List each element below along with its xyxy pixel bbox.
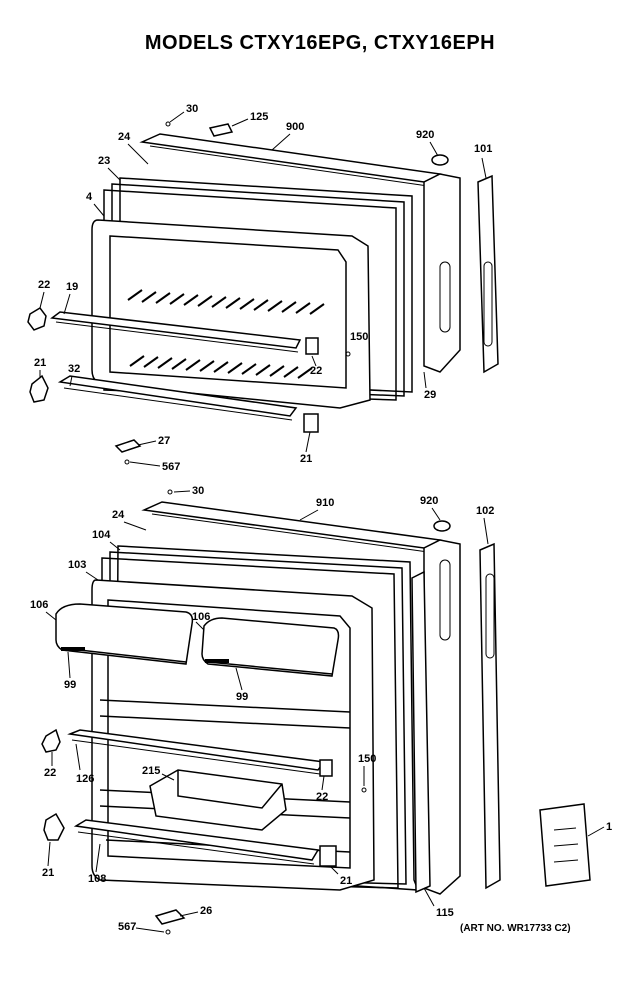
lower-door-assembly [41,489,591,935]
callout-label: 19 [66,281,78,293]
screw-150 [361,787,367,793]
callout-label: 22 [310,365,322,377]
bar-clip-22 [27,307,47,331]
callout-label: 4 [86,191,93,203]
end-cap-22 [319,759,333,777]
callout-label: 920 [416,129,434,141]
handle-101 [477,174,499,374]
callout-label: 102 [476,505,494,517]
callout-label: 24 [118,131,131,143]
top-cap-900 [139,133,443,183]
callout-label: 30 [192,485,204,497]
shelf-ribs-lower [129,355,313,379]
bar-clip-22 [41,728,61,753]
shelf-bar-19 [50,311,302,349]
part-26 [154,909,186,925]
callout-label: 22 [316,791,328,803]
callout-label: 21 [340,875,352,887]
handle-102 [479,542,501,890]
shelf-ribs-upper [127,289,325,315]
shelf-bar-32 [57,375,298,417]
callout-label: 26 [200,905,212,917]
callout-label: 910 [316,497,334,509]
callout-label: 103 [68,559,86,571]
screw-150 [345,351,351,357]
callout-label: 104 [92,529,111,541]
callout-label: 126 [76,773,94,785]
callout-label: 106 [192,611,210,623]
callout-label: 32 [68,363,80,375]
callout-label: 567 [118,921,136,933]
plug-920 [433,520,451,532]
callout-label: 29 [424,389,436,401]
part-27 [114,439,142,453]
callout-label: 101 [474,143,492,155]
lower-callouts: 30 910 920 102 24 104 103 106 106 99 99 … [30,485,612,933]
trim-115 [411,570,431,894]
part-125 [208,123,234,137]
callout-label: 125 [250,111,268,123]
callout-label: 30 [186,103,198,115]
callout-label: 27 [158,435,170,447]
screw-30 [167,489,173,495]
shelf-bar-108 [73,819,320,861]
screw-30 [165,121,171,127]
plug-920 [431,154,449,166]
callout-label: 21 [34,357,46,369]
callout-label: 1 [606,821,612,833]
end-cap-21 [319,845,337,867]
page-title: MODELS CTXY16EPG, CTXY16EPH [144,32,496,54]
screw-567 [165,929,171,935]
door-side-rail [423,173,461,373]
callout-label: 21 [300,453,312,465]
upper-callouts: 30 125 900 920 101 24 23 4 22 19 150 22 … [34,103,492,473]
callout-label: 99 [64,679,76,691]
callout-label: 115 [436,907,454,919]
callout-label: 23 [98,155,110,167]
screw-567 [124,459,130,465]
callout-label: 24 [112,509,125,521]
upper-door-assembly [27,121,499,465]
end-cap-21 [303,413,319,433]
bar-clip-21 [29,374,49,403]
callout-label: 106 [30,599,48,611]
callout-label: 150 [358,753,376,765]
callout-label: 108 [88,873,106,885]
end-cap-22 [305,337,319,355]
bar-clip-21 [43,812,65,841]
callout-label: 21 [42,867,54,879]
art-number: (ART NO. WR17733 C2) [460,923,571,934]
callout-label: 150 [350,331,368,343]
callout-label: 22 [38,279,50,291]
callout-label: 900 [286,121,304,133]
dairy-door-106-left [55,603,194,665]
callout-label: 22 [44,767,56,779]
callout-label: 99 [236,691,248,703]
callout-label: 920 [420,495,438,507]
dairy-door-106-right [201,617,340,677]
freezer-door-liner [91,219,371,409]
callout-label: 567 [162,461,180,473]
callout-label: 215 [142,765,160,777]
top-cap-910 [141,501,443,549]
